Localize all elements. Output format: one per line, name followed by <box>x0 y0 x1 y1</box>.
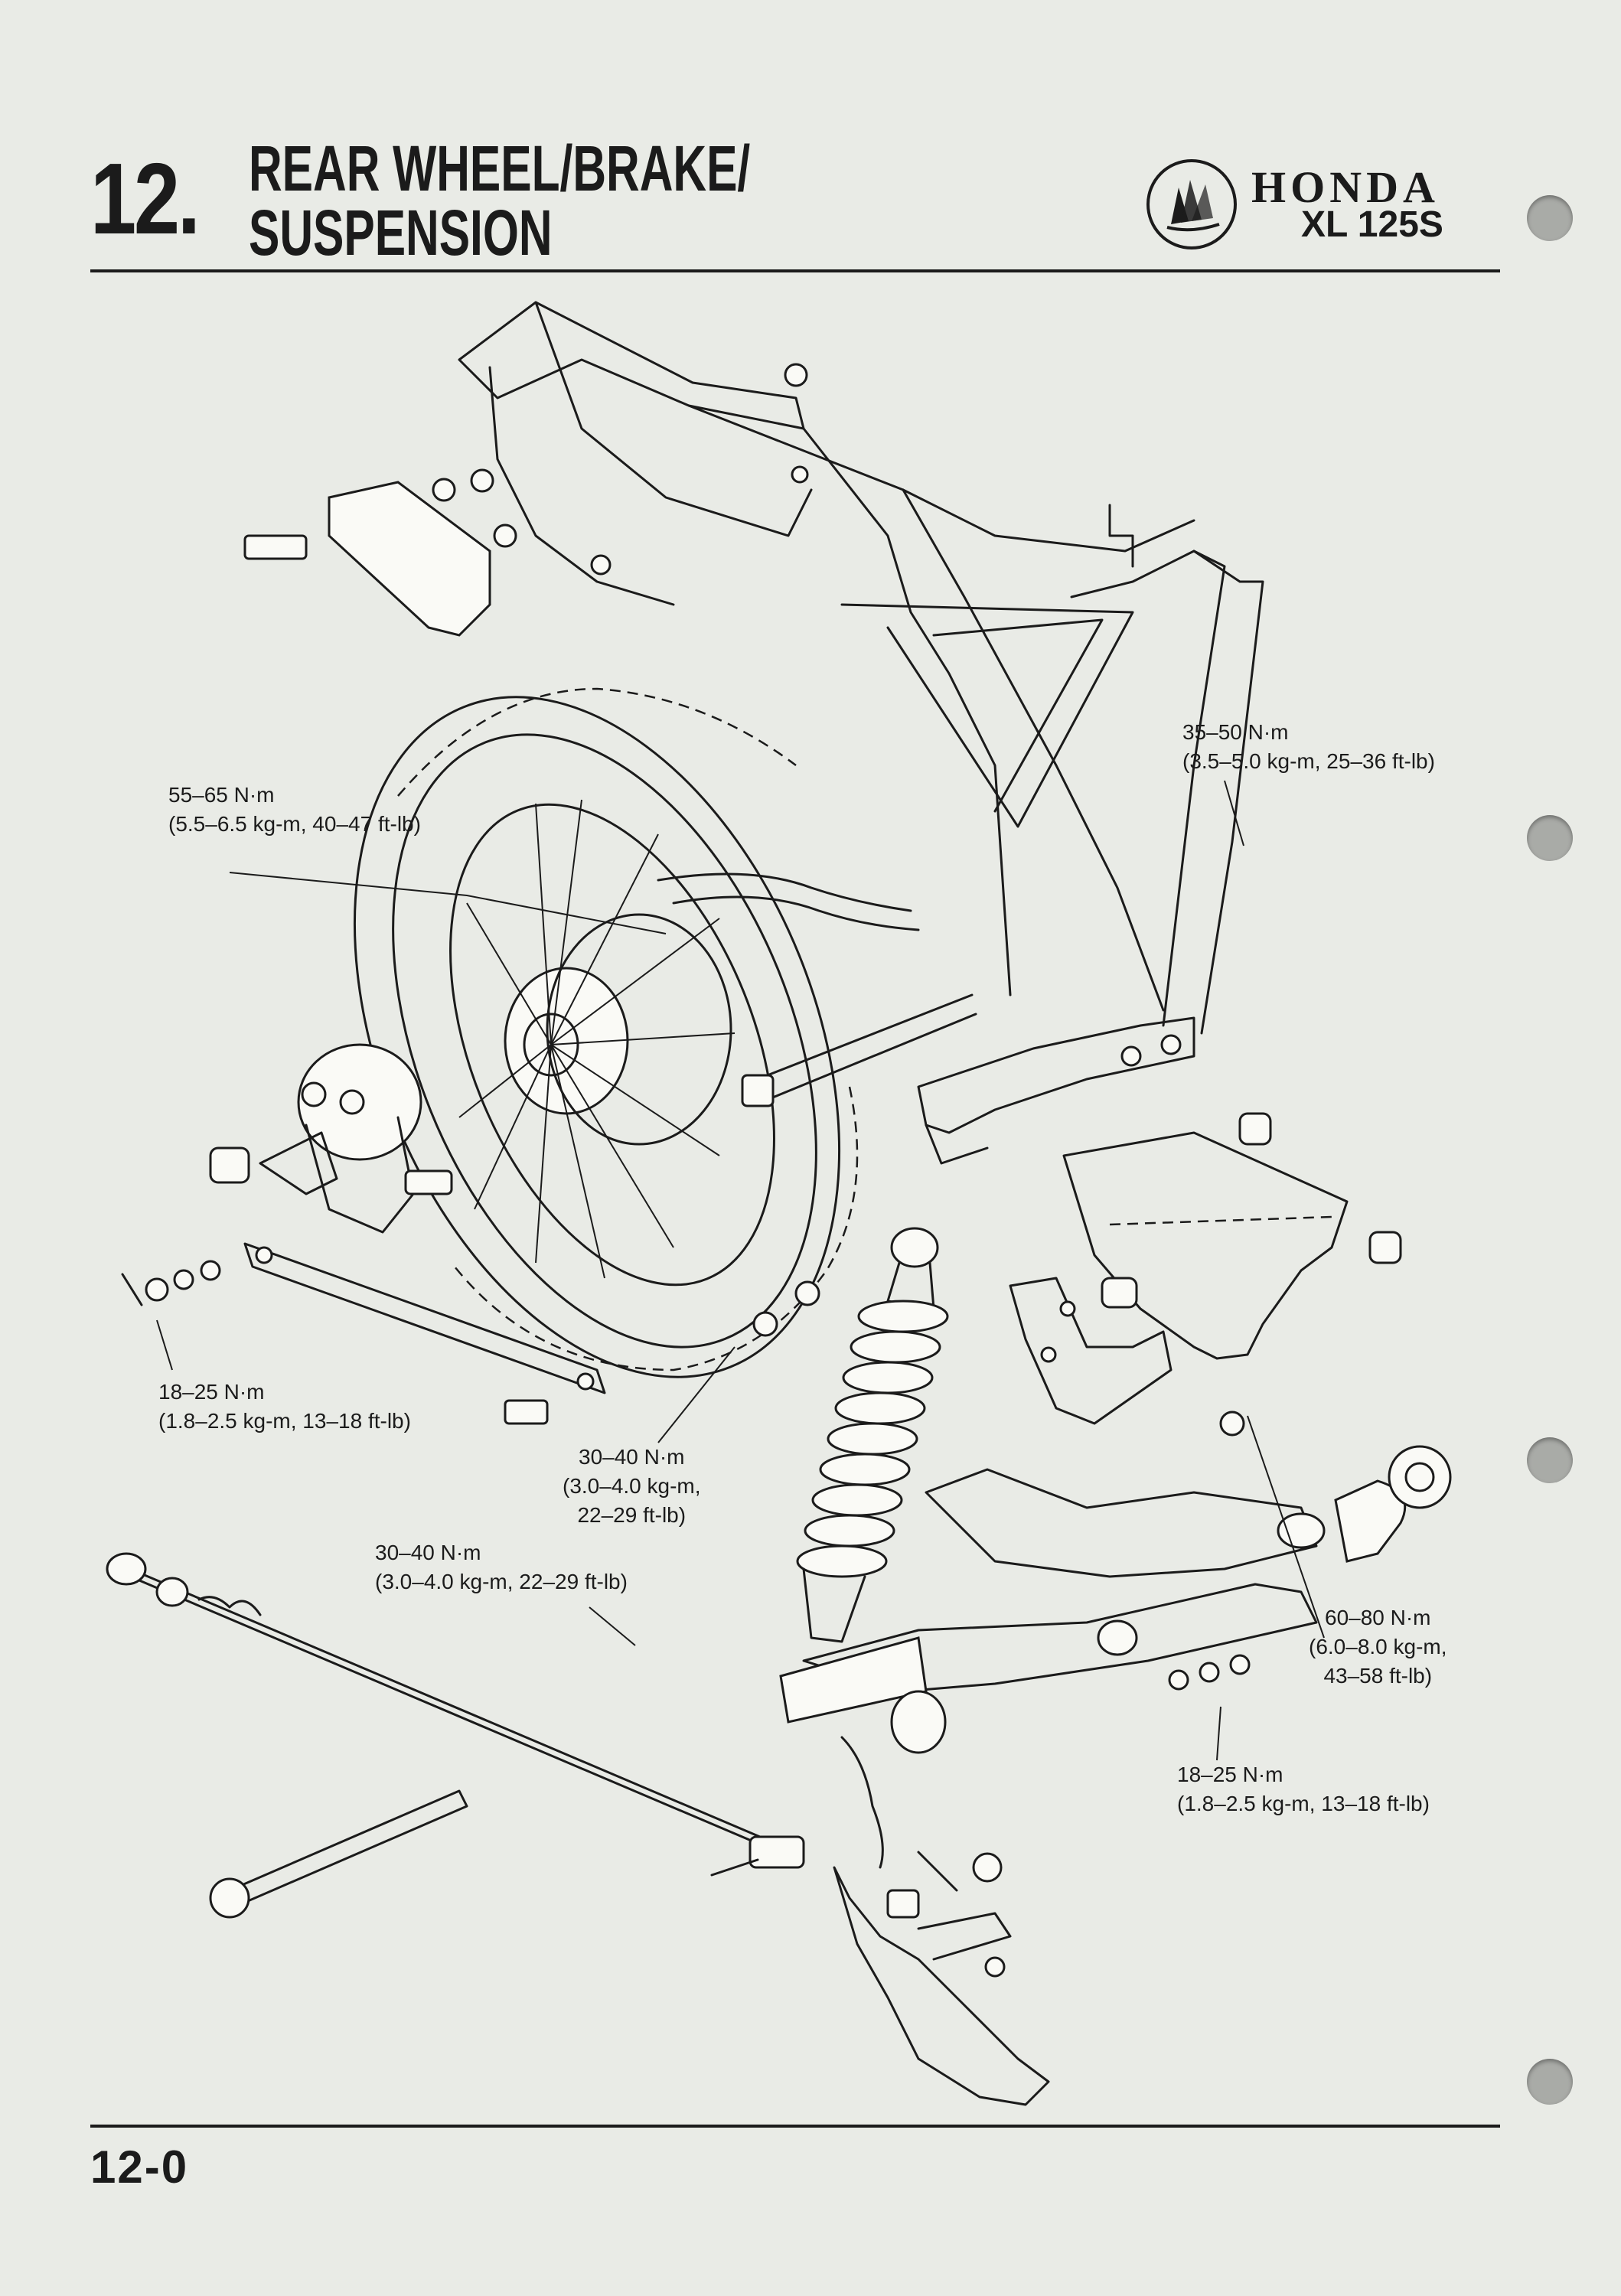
rear-wheel-illustration <box>354 687 920 1378</box>
torque-spec-label: 18–25 N·m (1.8–2.5 kg-m, 13–18 ft-lb) <box>1177 1760 1430 1818</box>
torque-spec-label: 55–65 N·m (5.5–6.5 kg-m, 40–47 ft-lb) <box>168 781 421 839</box>
model-name: XL 125S <box>1301 204 1443 245</box>
brake-pedal-illustration <box>833 1736 1050 2106</box>
punch-hole <box>1527 815 1573 861</box>
footer-rule <box>90 2125 1500 2128</box>
frame-illustration <box>458 301 1264 1165</box>
punch-hole <box>1527 195 1573 241</box>
brake-panel-illustration <box>209 1043 453 1234</box>
chapter-title: REAR WHEEL/BRAKE/ SUSPENSION <box>249 136 750 265</box>
torque-conversion: (1.8–2.5 kg-m, 13–18 ft-lb) <box>158 1409 411 1433</box>
torque-spec-label: 35–50 N·m (3.5–5.0 kg-m, 25–36 ft-lb) <box>1182 718 1435 776</box>
chapter-title-line2: SUSPENSION <box>249 197 553 269</box>
torque-value: 35–50 N·m <box>1182 720 1289 744</box>
bracket-illustration <box>243 363 808 637</box>
stopper-arm-illustration <box>121 1242 606 1425</box>
torque-spec-label: 30–40 N·m (3.0–4.0 kg-m, 22–29 ft-lb) <box>375 1538 628 1596</box>
swingarm-illustration <box>779 1411 1452 1754</box>
torque-value: 55–65 N·m <box>168 783 275 807</box>
torque-conversion: 43–58 ft-lb) <box>1323 1664 1433 1688</box>
shock-absorber-illustration <box>752 1227 949 1643</box>
chapter-title-line1: REAR WHEEL/BRAKE/ <box>249 132 751 204</box>
torque-spec-label: 30–40 N·m (3.0–4.0 kg-m, 22–29 ft-lb) <box>563 1443 701 1530</box>
torque-conversion: (5.5–6.5 kg-m, 40–47 ft-lb) <box>168 812 421 836</box>
torque-conversion: (3.0–4.0 kg-m, <box>563 1474 701 1498</box>
torque-value: 30–40 N·m <box>375 1541 481 1564</box>
header-rule <box>90 269 1500 272</box>
leader-lines <box>156 780 1325 1761</box>
torque-value: 60–80 N·m <box>1325 1606 1431 1629</box>
torque-value: 18–25 N·m <box>158 1380 265 1404</box>
pivot-bolt-illustration <box>209 1789 468 1919</box>
torque-value: 18–25 N·m <box>1177 1763 1283 1786</box>
torque-conversion: 22–29 ft-lb) <box>577 1503 687 1527</box>
torque-conversion: (3.5–5.0 kg-m, 25–36 ft-lb) <box>1182 749 1435 773</box>
chapter-number: 12. <box>90 142 201 255</box>
torque-spec-label: 60–80 N·m (6.0–8.0 kg-m, 43–58 ft-lb) <box>1309 1603 1447 1691</box>
rear-axle-illustration <box>741 993 977 1107</box>
punch-hole <box>1527 1437 1573 1483</box>
chain-guard-illustration <box>1009 1112 1402 1425</box>
torque-spec-label: 18–25 N·m (1.8–2.5 kg-m, 13–18 ft-lb) <box>158 1378 411 1436</box>
torque-conversion: (6.0–8.0 kg-m, <box>1309 1635 1447 1658</box>
brand-name: HONDA <box>1251 162 1440 212</box>
torque-conversion: (1.8–2.5 kg-m, 13–18 ft-lb) <box>1177 1792 1430 1815</box>
torque-value: 30–40 N·m <box>579 1445 685 1469</box>
page-number: 12-0 <box>90 2141 189 2193</box>
brake-rod-illustration <box>106 1552 805 1877</box>
honda-wing-icon <box>1146 159 1237 249</box>
torque-conversion: (3.0–4.0 kg-m, 22–29 ft-lb) <box>375 1570 628 1593</box>
punch-hole <box>1527 2059 1573 2105</box>
